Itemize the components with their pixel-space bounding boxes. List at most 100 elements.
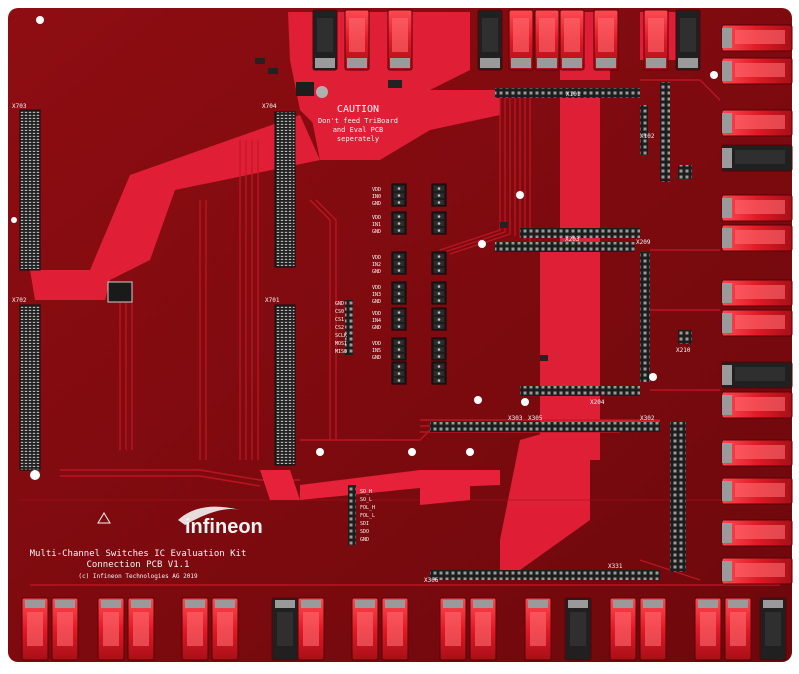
jumper-block [391,281,407,305]
sense-labels: SO_H SO_L FOL_H FOL_L SDI SDO GND [360,489,375,543]
terminal-block-red [721,309,793,337]
svg-text:VDD: VDD [372,285,381,291]
terminal-block-red [439,597,467,661]
smd-components [107,58,548,361]
esd-warning-icon [97,512,111,524]
svg-text:GND: GND [360,537,369,543]
svg-text:IN3: IN3 [372,292,381,298]
connector-x704 [274,111,296,268]
terminal-block-black [721,361,793,389]
terminal-block-red [97,597,125,661]
jumper-block [391,307,407,331]
jumper-block [391,337,407,361]
top-terminal-blocks [312,9,701,71]
terminal-block-red [381,597,409,661]
terminal-block-red [524,597,552,661]
refdes-x702: X702 [12,297,27,304]
terminal-block-black [312,9,338,71]
svg-text:GND: GND [372,201,381,207]
jumper-block [391,183,407,207]
caution-title: CAUTION [337,104,379,115]
terminal-block-red [721,519,793,547]
terminal-block-red [351,597,379,661]
refdes-x210: X210 [676,347,691,354]
svg-text:MISO: MISO [335,349,347,355]
terminal-block-black [271,597,299,661]
terminal-block-red [643,9,669,71]
svg-text:CS0: CS0 [335,309,344,315]
svg-text:GND: GND [372,269,381,275]
connector-x701 [274,304,296,466]
terminal-block-black [477,9,503,71]
svg-text:FOL_H: FOL_H [360,505,375,511]
svg-text:FOL_L: FOL_L [360,513,375,519]
jumper-grid [391,183,447,385]
svg-text:CS2: CS2 [335,325,344,331]
caution-line-2: and Eval PCB [333,126,384,134]
jumper-block [431,281,447,305]
svg-text:IN2: IN2 [372,262,381,268]
jumper-block [391,361,407,385]
svg-text:VDD: VDD [372,215,381,221]
terminal-block-red [127,597,155,661]
terminal-block-red [297,597,325,661]
svg-text:VDD: VDD [372,187,381,193]
terminal-block-red [721,57,793,85]
silkscreen: CAUTION Don't feed TriBoard and Eval PCB… [12,91,691,584]
svg-text:SDO: SDO [360,529,369,535]
svg-text:GND: GND [372,355,381,361]
board-subtitle: Connection PCB V1.1 [87,560,190,570]
terminal-block-red [593,9,619,71]
refdes-x203: X203 [565,236,580,243]
jumper-block [431,211,447,235]
jumper-block [431,251,447,275]
terminal-block-red [508,9,534,71]
terminal-block-black [564,597,592,661]
terminal-block-red [721,279,793,307]
board-title: Multi-Channel Switches IC Evaluation Kit [30,549,247,559]
caution-line-3: seperately [337,135,379,143]
terminal-block-red [609,597,637,661]
jumper-block [431,337,447,361]
refdes-x302: X302 [640,415,655,422]
terminal-block-red [721,477,793,505]
board-copyright: (c) Infineon Technologies AG 2019 [78,573,198,580]
terminal-block-red [694,597,722,661]
bottom-terminal-blocks [21,597,787,661]
svg-text:IN0: IN0 [372,194,381,200]
terminal-block-red [534,9,560,71]
svg-text:VDD: VDD [372,311,381,317]
terminal-block-red [387,9,413,71]
terminal-block-black [759,597,787,661]
svg-text:MOSI: MOSI [335,341,347,347]
refdes-x703: X703 [12,103,27,110]
refdes-x305: X305 [528,415,543,422]
jumper-labels: VDDIN0GNDVDDIN1GNDVDDIN2GNDVDDIN3GNDVDDI… [372,187,381,361]
terminal-block-red [724,597,752,661]
traces [20,79,780,586]
svg-text:GND: GND [372,229,381,235]
jumper-block [391,251,407,275]
terminal-block-red [639,597,667,661]
terminal-block-red [721,224,793,252]
infineon-logo: infineon [178,506,263,538]
svg-text:GND: GND [335,301,344,307]
terminal-block-red [559,9,585,71]
terminal-block-red [721,439,793,467]
svg-text:VDD: VDD [372,341,381,347]
svg-text:SO_L: SO_L [360,497,372,503]
terminal-block-black [721,144,793,172]
refdes-x102: X102 [640,133,655,140]
refdes-x701: X701 [265,297,280,304]
connector-x702 [19,304,41,471]
pin-headers [345,82,692,580]
jumper-block [431,361,447,385]
svg-text:GND: GND [372,325,381,331]
spi-labels: GND CS0 CS1 CS2 SCLK MOSI MISO [335,301,347,355]
connector-x703 [19,109,41,271]
refdes-x101: X101 [566,91,581,98]
caution-line-1: Don't feed TriBoard [318,117,398,125]
terminal-block-red [21,597,49,661]
high-density-connectors [19,109,296,471]
terminal-block-black [675,9,701,71]
